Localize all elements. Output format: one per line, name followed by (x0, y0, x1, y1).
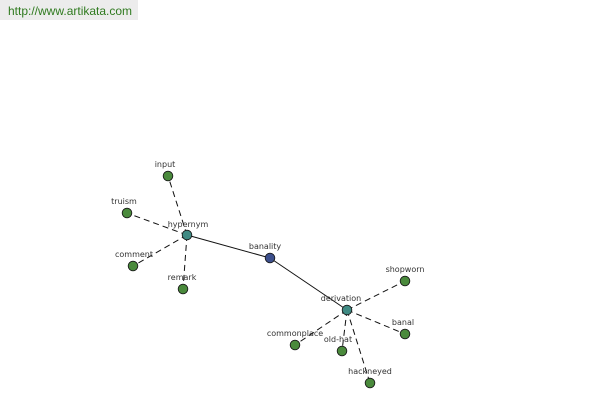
edge-hypernym-truism (126, 212, 188, 236)
edges-layer (126, 175, 406, 384)
hackneyed-label: hackneyed (348, 367, 392, 376)
url-bar: http://www.artikata.com (0, 0, 138, 20)
derivation-label: derivation (321, 294, 361, 303)
comment-node (127, 260, 139, 272)
input-node (162, 170, 174, 182)
truism-node (121, 207, 133, 219)
edge-hypernym-remark (182, 234, 188, 290)
edge-derivation-commonplace (294, 309, 348, 346)
edge-hypernym-input (167, 175, 188, 236)
commonplace-label: commonplace (267, 329, 323, 338)
banality-label: banality (249, 242, 282, 251)
edge-derivation-banal (346, 309, 406, 335)
hypernym-label: hypernym (168, 220, 209, 229)
site-url-link[interactable]: http://www.artikata.com (8, 4, 133, 18)
remark-label: remark (168, 273, 197, 282)
comment-label: comment (115, 250, 153, 259)
edge-banality-derivation (269, 257, 348, 311)
edge-derivation-shopworn (346, 280, 406, 311)
edge-banality-hypernym (186, 234, 271, 259)
old-hat-label: old-hat (324, 335, 352, 344)
banality-node (264, 252, 276, 264)
banal-label: banal (392, 318, 414, 327)
labels-layer: banality hypernym derivation input truism com… (111, 160, 424, 376)
hypernym-node (181, 229, 193, 241)
edge-hypernym-comment (132, 234, 188, 267)
nodes-layer (121, 170, 411, 389)
edge-derivation-old-hat (341, 309, 348, 352)
input-label: input (155, 160, 176, 169)
derivation-node (341, 304, 353, 316)
remark-node (177, 283, 189, 295)
hackneyed-node (364, 377, 376, 389)
banal-node (399, 328, 411, 340)
shopworn-label: shopworn (386, 265, 425, 274)
commonplace-node (289, 339, 301, 351)
truism-label: truism (111, 197, 137, 206)
shopworn-node (399, 275, 411, 287)
edge-derivation-hackneyed (346, 309, 371, 384)
old-hat-node (336, 345, 348, 357)
